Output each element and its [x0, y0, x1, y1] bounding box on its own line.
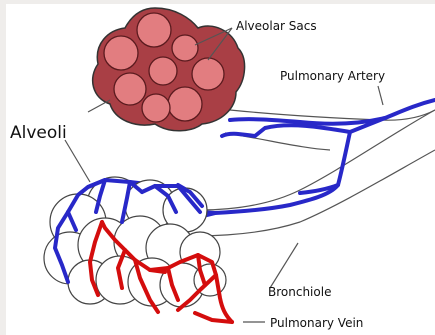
- label-alveoli: Alveoli: [10, 123, 67, 143]
- label-alveolar-sacs: Alveolar Sacs: [236, 19, 317, 33]
- alveoli-cluster: [44, 177, 226, 307]
- label-bronchiole: Bronchiole: [268, 285, 331, 299]
- label-pulmonary-artery: Pulmonary Artery: [280, 69, 385, 83]
- label-pulmonary-vein: Pulmonary Vein: [270, 316, 363, 330]
